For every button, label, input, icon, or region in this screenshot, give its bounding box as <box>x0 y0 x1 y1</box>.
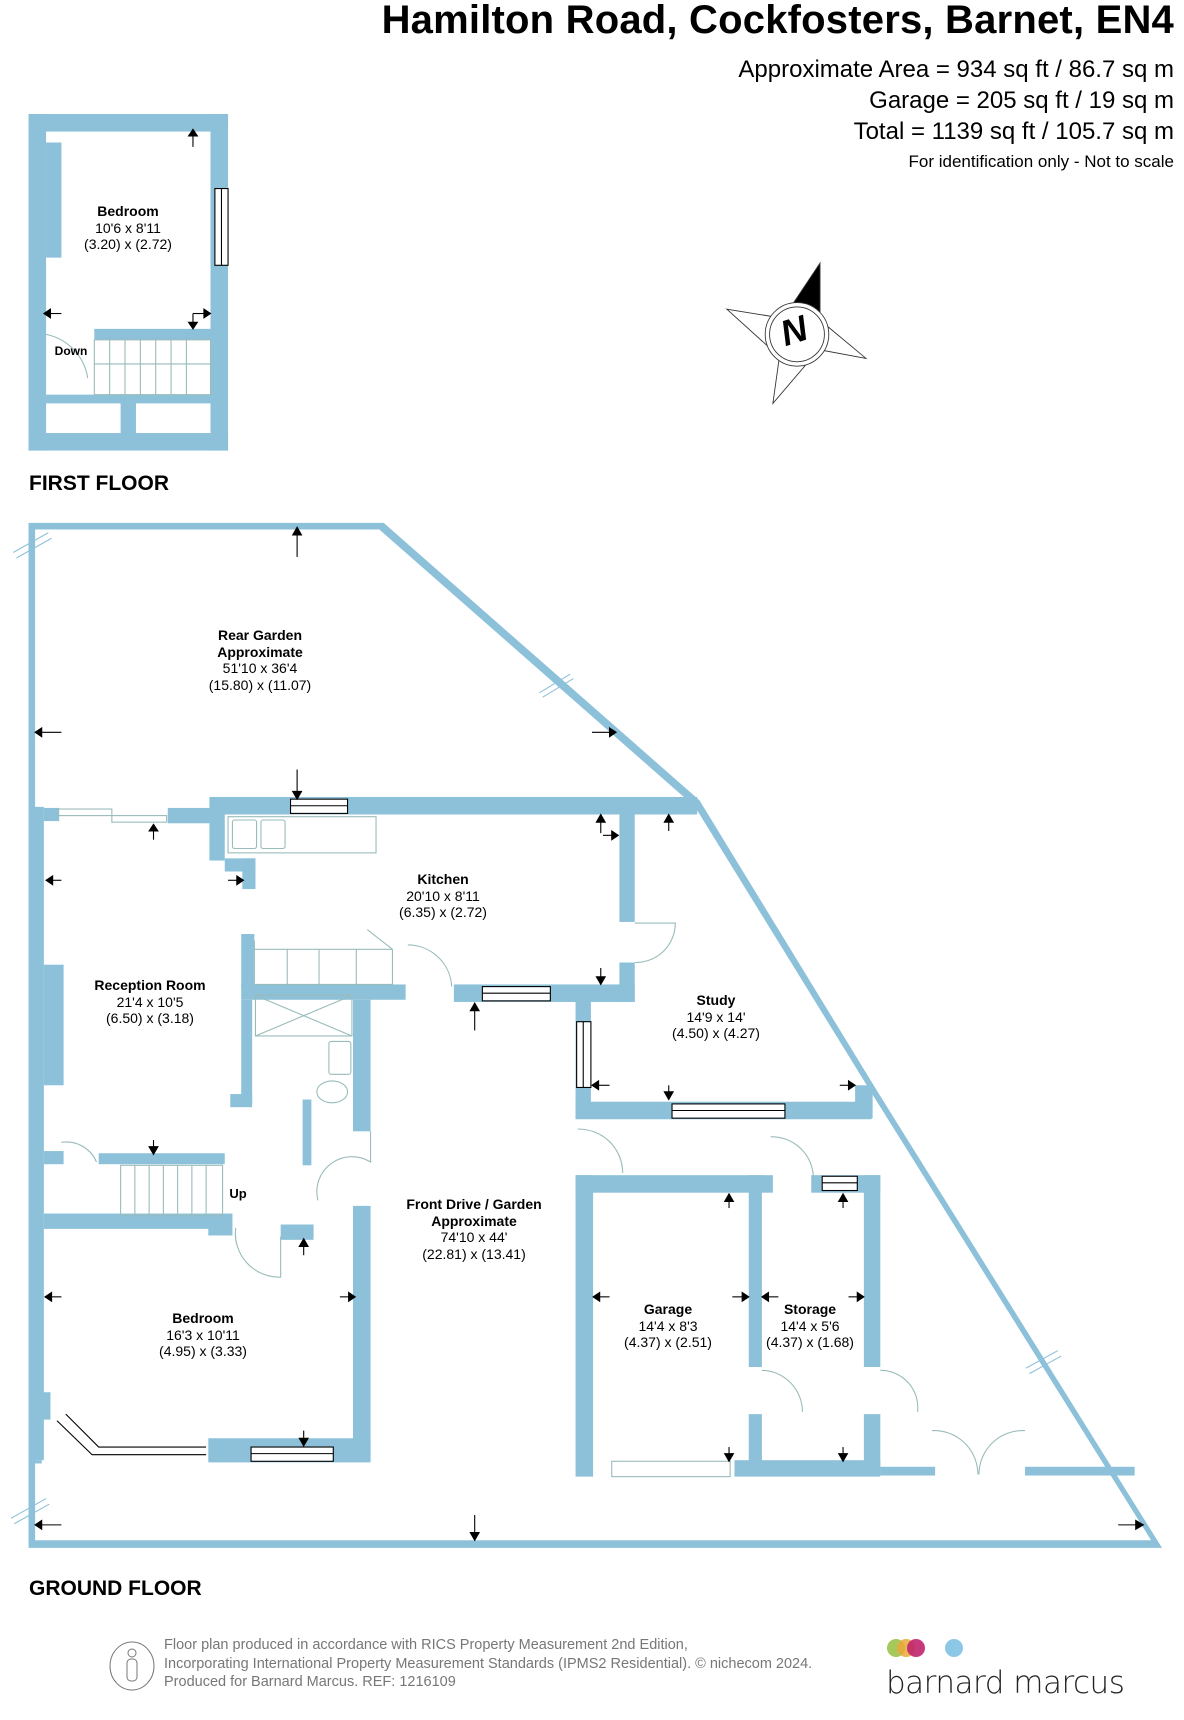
stairs-up-label: Up <box>229 1186 247 1201</box>
room-metric: (4.37) x (2.51) <box>624 1334 712 1350</box>
room-metric: (4.37) x (1.68) <box>766 1334 854 1350</box>
room-label-reception-room: Reception Room 21'4 x 10'5 (6.50) x (3.1… <box>94 977 205 1027</box>
room-name: Storage <box>783 1301 837 1317</box>
room-metric: (4.95) x (3.33) <box>159 1343 247 1359</box>
person-measurement-icon <box>109 1641 155 1691</box>
room-metric: (6.50) x (3.18) <box>106 1010 194 1026</box>
room-label-storage: Storage 14'4 x 5'6 (4.37) x (1.68) <box>766 1301 854 1351</box>
room-label-rear-garden: Rear Garden Approximate 51'10 x 36'4 (15… <box>209 627 311 693</box>
footer-line-1: Floor plan produced in accordance with R… <box>164 1637 688 1653</box>
room-label-ground-bedroom: Bedroom 16'3 x 10'11 (4.95) x (3.33) <box>159 1310 247 1360</box>
plot-boundary <box>28 522 1163 1548</box>
room-label-study: Study 14'9 x 14' (4.50) x (4.27) <box>672 992 760 1042</box>
room-name: Kitchen <box>417 871 469 887</box>
room-name: Bedroom <box>172 1310 234 1326</box>
brand-name: barnard marcus <box>886 1665 1125 1701</box>
ground-floor-label: GROUND FLOOR <box>29 1577 202 1600</box>
footer-line-3: Produced for Barnard Marcus. REF: 121610… <box>164 1674 456 1690</box>
room-name: Reception Room <box>94 977 206 993</box>
total-area: Total = 1139 sq ft / 105.7 sq m <box>853 118 1174 145</box>
room-imperial: 51'10 x 36'4 <box>222 660 298 676</box>
room-metric: (15.80) x (11.07) <box>208 676 312 693</box>
room-imperial: 14'4 x 8'3 <box>638 1317 698 1334</box>
footer-line-2: Incorporating International Property Mea… <box>164 1655 813 1672</box>
room-label-first-bedroom: Bedroom 10'6 x 8'11 (3.20) x (2.72) <box>84 203 172 253</box>
room-imperial: 20'10 x 8'11 <box>406 887 480 904</box>
footer-rics-statement: Floor plan produced in accordance with R… <box>164 1636 812 1692</box>
room-name: Front Drive / Garden <box>406 1196 542 1212</box>
room-imperial: 16'3 x 10'11 <box>166 1326 240 1343</box>
windows <box>56 188 858 1462</box>
room-name-qualifier: Approximate <box>431 1212 517 1229</box>
property-address-title: Hamilton Road, Cockfosters, Barnet, EN4 <box>381 0 1174 42</box>
room-name: Bedroom <box>97 203 159 219</box>
room-label-kitchen: Kitchen 20'10 x 8'11 (6.35) x (2.72) <box>399 871 487 921</box>
room-name: Garage <box>643 1301 693 1317</box>
room-imperial: 21'4 x 10'5 <box>116 993 184 1010</box>
room-imperial: 14'4 x 5'6 <box>780 1317 840 1334</box>
approximate-area: Approximate Area = 934 sq ft / 86.7 sq m <box>738 56 1174 83</box>
boundary-break-marks <box>10 532 1062 1525</box>
first-floor-walls <box>28 114 229 451</box>
first-floor-label: FIRST FLOOR <box>29 472 169 495</box>
north-compass-icon <box>725 261 868 405</box>
room-label-garage: Garage 14'4 x 8'3 (4.37) x (2.51) <box>624 1301 712 1351</box>
room-metric: (22.81) x (13.41) <box>422 1245 526 1262</box>
room-name-qualifier: Approximate <box>217 643 303 660</box>
scale-disclaimer: For identification only - Not to scale <box>908 152 1174 171</box>
room-metric: (3.20) x (2.72) <box>84 236 172 252</box>
room-metric: (6.35) x (2.72) <box>399 904 487 920</box>
room-imperial: 74'10 x 44' <box>440 1229 508 1245</box>
dimension-arrows <box>34 128 1145 1542</box>
room-name: Study <box>696 992 736 1008</box>
fixtures <box>45 333 1026 1478</box>
room-imperial: 14'9 x 14' <box>686 1008 746 1025</box>
garage-area: Garage = 205 sq ft / 19 sq m <box>869 87 1174 114</box>
stairs-down-label: Down <box>54 344 88 358</box>
room-imperial: 10'6 x 8'11 <box>95 219 161 236</box>
room-name: Rear Garden <box>217 627 303 643</box>
brand-dots-icon <box>887 1639 963 1657</box>
room-label-front-drive-garden: Front Drive / Garden Approximate 74'10 x… <box>406 1196 541 1262</box>
room-metric: (4.50) x (4.27) <box>672 1025 760 1041</box>
